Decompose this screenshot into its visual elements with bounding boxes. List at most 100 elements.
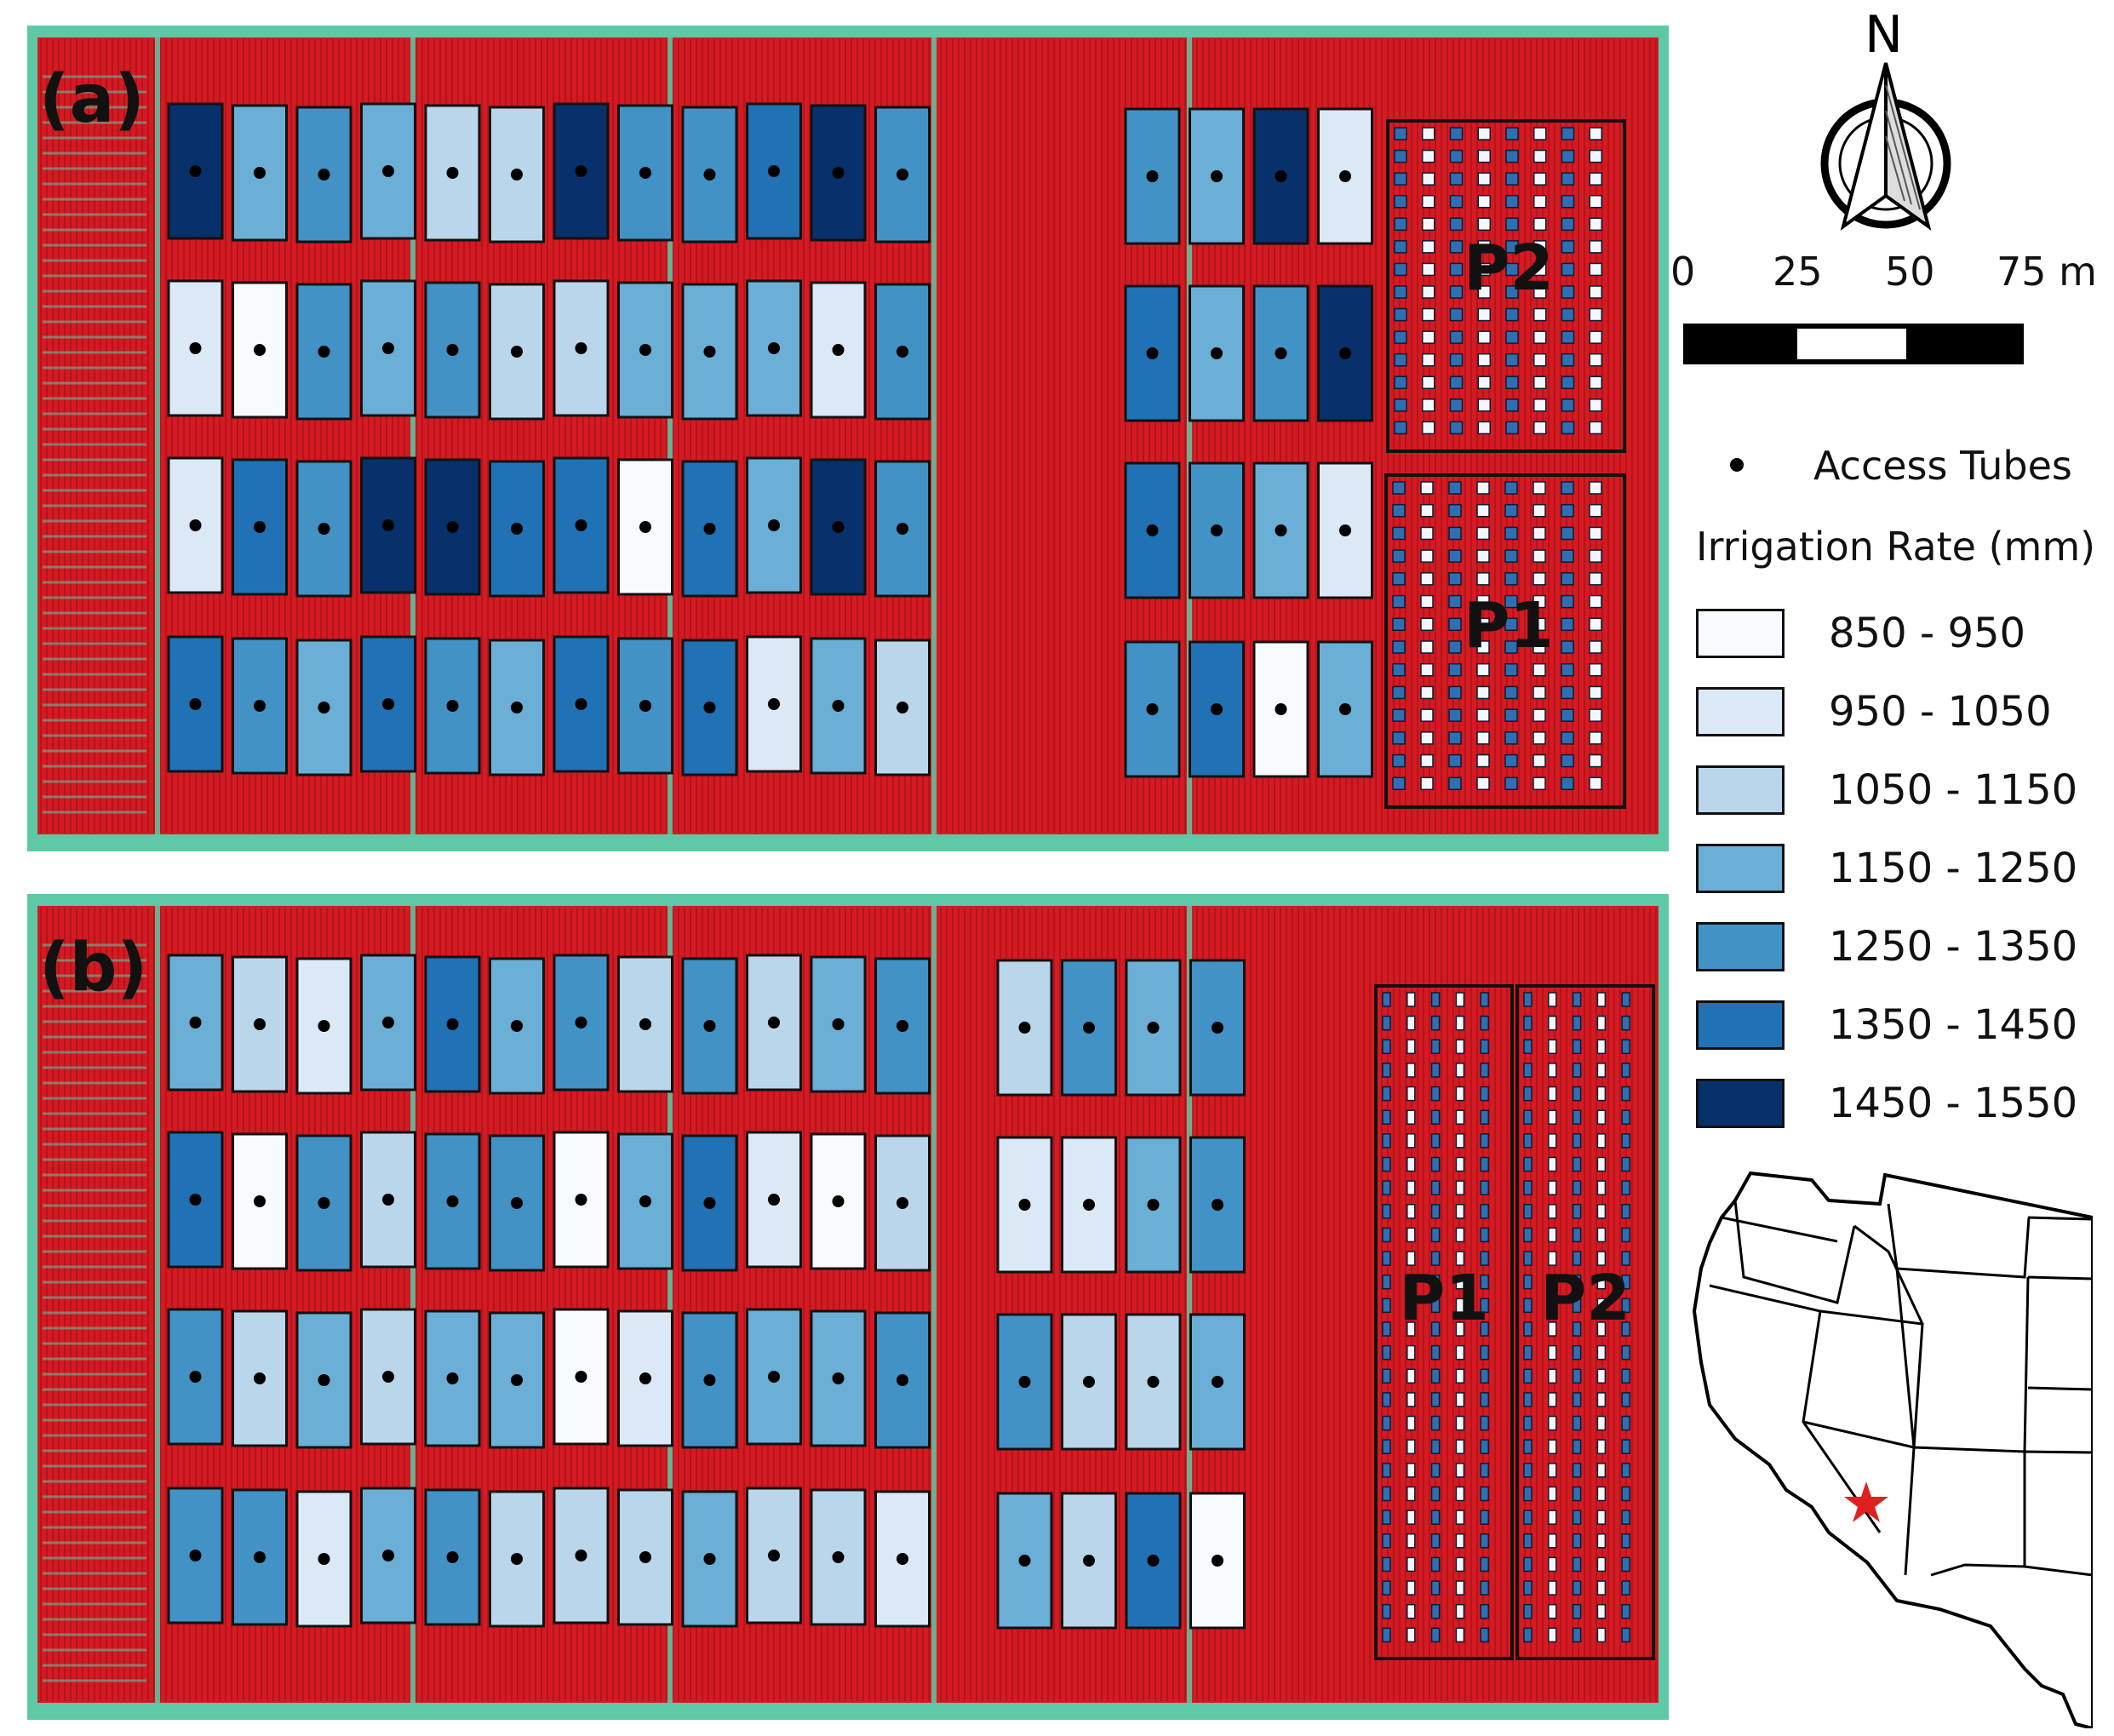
access-tube-dot (382, 1194, 394, 1206)
access-tube-dot (318, 1553, 330, 1565)
experiment-region-border (1386, 119, 1626, 453)
legend-class-label: 950 - 1050 (1829, 688, 2052, 736)
access-tube-dot (1275, 703, 1287, 715)
access-tube-dot (897, 346, 908, 358)
irrigation-line (667, 34, 673, 839)
experiment-region-label: P2 (1464, 232, 1554, 305)
access-tube-dot (1212, 1376, 1223, 1388)
access-tube-dot (832, 1372, 845, 1384)
legend-class-label: 1150 - 1250 (1829, 845, 2078, 892)
experiment-region-border (1515, 984, 1655, 1660)
access-tube-dot (254, 1018, 266, 1030)
access-tube-dot (703, 1020, 716, 1032)
access-tube-dot (703, 1197, 716, 1209)
access-tube-dot (1083, 1199, 1095, 1211)
access-tube-dot (511, 346, 523, 358)
access-tube-dot (897, 523, 908, 535)
access-tube-dot (1147, 1199, 1160, 1211)
irrigation-plot (874, 1490, 931, 1628)
access-tubes-label: Access Tubes (1813, 443, 2072, 489)
access-tube-dot (1212, 1199, 1223, 1211)
access-tube-dot (897, 702, 908, 713)
access-tube-dot (768, 1017, 780, 1028)
access-tube-dot (189, 519, 202, 531)
access-tube-dot-icon (1730, 458, 1744, 472)
access-tube-dot (446, 1372, 459, 1384)
access-tube-dot (832, 167, 845, 179)
access-tube-dot (1275, 524, 1287, 536)
location-star-icon (1844, 1481, 1888, 1522)
access-tube-dot (254, 167, 266, 179)
access-tube-dot (768, 165, 780, 177)
access-tube-dot (575, 1371, 587, 1383)
irrigation-plot (1317, 461, 1373, 599)
legend-class-label: 1350 - 1450 (1829, 1001, 2078, 1049)
legend-swatch (1696, 765, 1785, 815)
scale-tick-75: 75 m (1997, 249, 2097, 295)
legend-swatch (1696, 1000, 1785, 1050)
experiment-region-label: P1 (1464, 589, 1554, 662)
access-tube-dot (189, 698, 202, 710)
legend-swatch (1696, 1079, 1785, 1128)
access-tube-dot (1083, 1555, 1095, 1567)
access-tube-dot (1212, 1022, 1223, 1034)
irrigation-plot (681, 283, 738, 421)
legend-swatch (1696, 687, 1785, 736)
access-tube-dot (768, 1371, 780, 1383)
access-tube-dot (1018, 1022, 1031, 1034)
access-tube-dot (318, 169, 330, 180)
access-tube-dot (511, 1553, 523, 1565)
access-tube-dot (639, 521, 651, 533)
access-tube-dot (446, 521, 459, 533)
access-tube-dot (768, 519, 780, 531)
access-tube-dot (1083, 1022, 1095, 1034)
access-tube-dot (1147, 1555, 1160, 1567)
access-tube-dot (703, 523, 716, 535)
access-tube-dot (1275, 170, 1287, 182)
experiment-region: P1 (1374, 984, 1514, 1660)
access-tube-dot (703, 1374, 716, 1386)
access-tube-dot (446, 700, 459, 712)
access-tube-dot (832, 344, 845, 356)
irrigation-plot (1061, 1492, 1117, 1630)
access-tube-dot (1146, 170, 1159, 182)
panel-b-label: (b) (39, 930, 148, 1006)
irrigation-rate-title: Irrigation Rate (mm) (1696, 524, 2096, 570)
access-tube-dot (897, 1020, 908, 1032)
north-arrow-icon (1820, 62, 1951, 231)
irrigation-plot (681, 1134, 738, 1272)
access-tube-dot (382, 1550, 394, 1561)
access-tube-dot (318, 1020, 330, 1032)
access-tube-dot (639, 1195, 651, 1207)
access-tube-dot (832, 521, 845, 533)
access-tube-dot (382, 698, 394, 710)
access-tube-dot (897, 1553, 908, 1565)
access-tube-dot (446, 1551, 459, 1563)
irrigation-line (155, 34, 160, 839)
legend-swatch (1696, 609, 1785, 658)
access-tube-dot (575, 519, 587, 531)
access-tube-dot (703, 702, 716, 713)
access-tube-dot (832, 700, 845, 712)
irrigation-line (410, 902, 415, 1708)
access-tube-dot (446, 167, 459, 179)
access-tube-dot (318, 523, 330, 535)
access-tube-dot (897, 169, 908, 180)
access-tube-dot (318, 702, 330, 713)
scale-tick-50: 50 (1885, 249, 1935, 295)
access-tube-dot (511, 1020, 523, 1032)
legend-class-label: 850 - 950 (1829, 610, 2026, 657)
access-tube-dot (1275, 347, 1287, 359)
irrigation-plot (746, 1487, 802, 1624)
north-label: N (1865, 5, 1903, 65)
access-tube-dot (1339, 170, 1351, 182)
access-tube-dot (189, 1371, 202, 1383)
legend-class-label: 1450 - 1550 (1829, 1080, 2078, 1127)
access-tube-dot (639, 700, 651, 712)
access-tube-dot (639, 344, 651, 356)
access-tube-dot (1147, 1022, 1160, 1034)
access-tube-dot (318, 1197, 330, 1209)
irrigation-line (931, 34, 937, 839)
access-tube-dot (1018, 1376, 1031, 1388)
